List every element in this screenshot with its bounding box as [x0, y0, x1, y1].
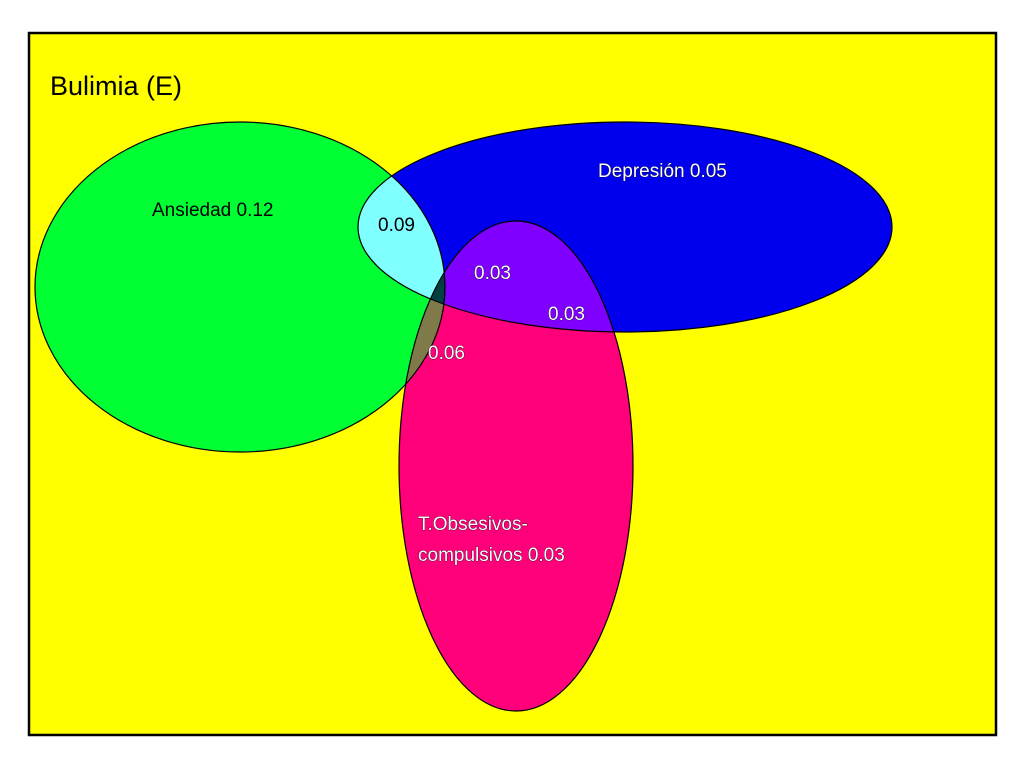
- diagram-title: Bulimia (E): [50, 71, 182, 101]
- ansiedad-label: Ansiedad 0.12: [152, 200, 274, 221]
- toc-label-line2: compulsivos 0.03: [418, 545, 565, 566]
- all-three-value: 0.03: [474, 263, 511, 284]
- ansiedad-toc-value: 0.06: [428, 343, 465, 364]
- depresion-outline: [357, 121, 893, 333]
- toc-label-line1: T.Obsesivos-: [418, 514, 528, 535]
- ansiedad-outline: [34, 121, 446, 453]
- depresion-toc-value: 0.03: [548, 304, 585, 325]
- toc-set: [399, 221, 633, 711]
- ansiedad-depresion-value: 0.09: [378, 215, 415, 236]
- depresion-label: Depresión 0.05: [598, 161, 727, 182]
- ansiedad-set: [35, 122, 445, 452]
- toc-outline: [398, 220, 634, 712]
